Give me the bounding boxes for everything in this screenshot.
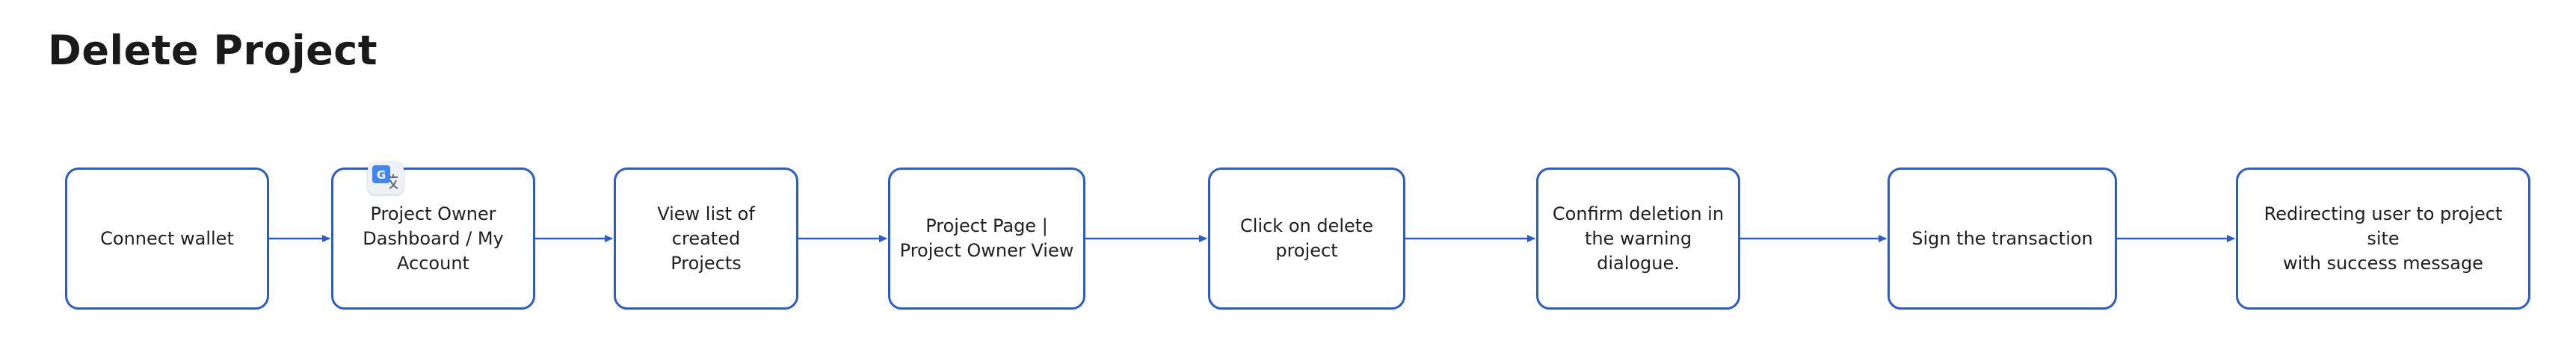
- node-label-project-list: View list of created Projects: [657, 203, 755, 274]
- node-sign-transaction[interactable]: Sign the transaction: [1888, 168, 2117, 310]
- node-label-dashboard: Project Owner Dashboard / My Account: [363, 203, 504, 274]
- node-label-project-page: Project Page | Project Owner View: [899, 215, 1074, 261]
- node-redirect-user[interactable]: Redirecting user to project site with su…: [2236, 168, 2530, 310]
- node-project-page[interactable]: Project Page | Project Owner View: [888, 168, 1085, 310]
- node-label-connect-wallet: Connect wallet: [100, 227, 234, 249]
- translate-icon[interactable]: G: [368, 162, 404, 194]
- node-connect-wallet[interactable]: Connect wallet: [65, 168, 269, 310]
- page-title: Delete Project: [48, 27, 378, 74]
- svg-text:G: G: [377, 168, 386, 182]
- node-confirm-deletion[interactable]: Confirm deletion in the warning dialogue…: [1536, 168, 1740, 310]
- node-dashboard[interactable]: Project Owner Dashboard / My Account: [331, 168, 535, 310]
- node-click-delete[interactable]: Click on delete project: [1208, 168, 1405, 310]
- node-label-confirm-deletion: Confirm deletion in the warning dialogue…: [1552, 203, 1725, 274]
- node-label-sign-transaction: Sign the transaction: [1911, 227, 2093, 249]
- node-project-list[interactable]: View list of created Projects: [614, 168, 798, 310]
- node-label-redirect-user: Redirecting user to project site with su…: [2264, 203, 2503, 274]
- translate-icon-glyph: G: [372, 165, 398, 189]
- node-label-click-delete: Click on delete project: [1240, 215, 1373, 261]
